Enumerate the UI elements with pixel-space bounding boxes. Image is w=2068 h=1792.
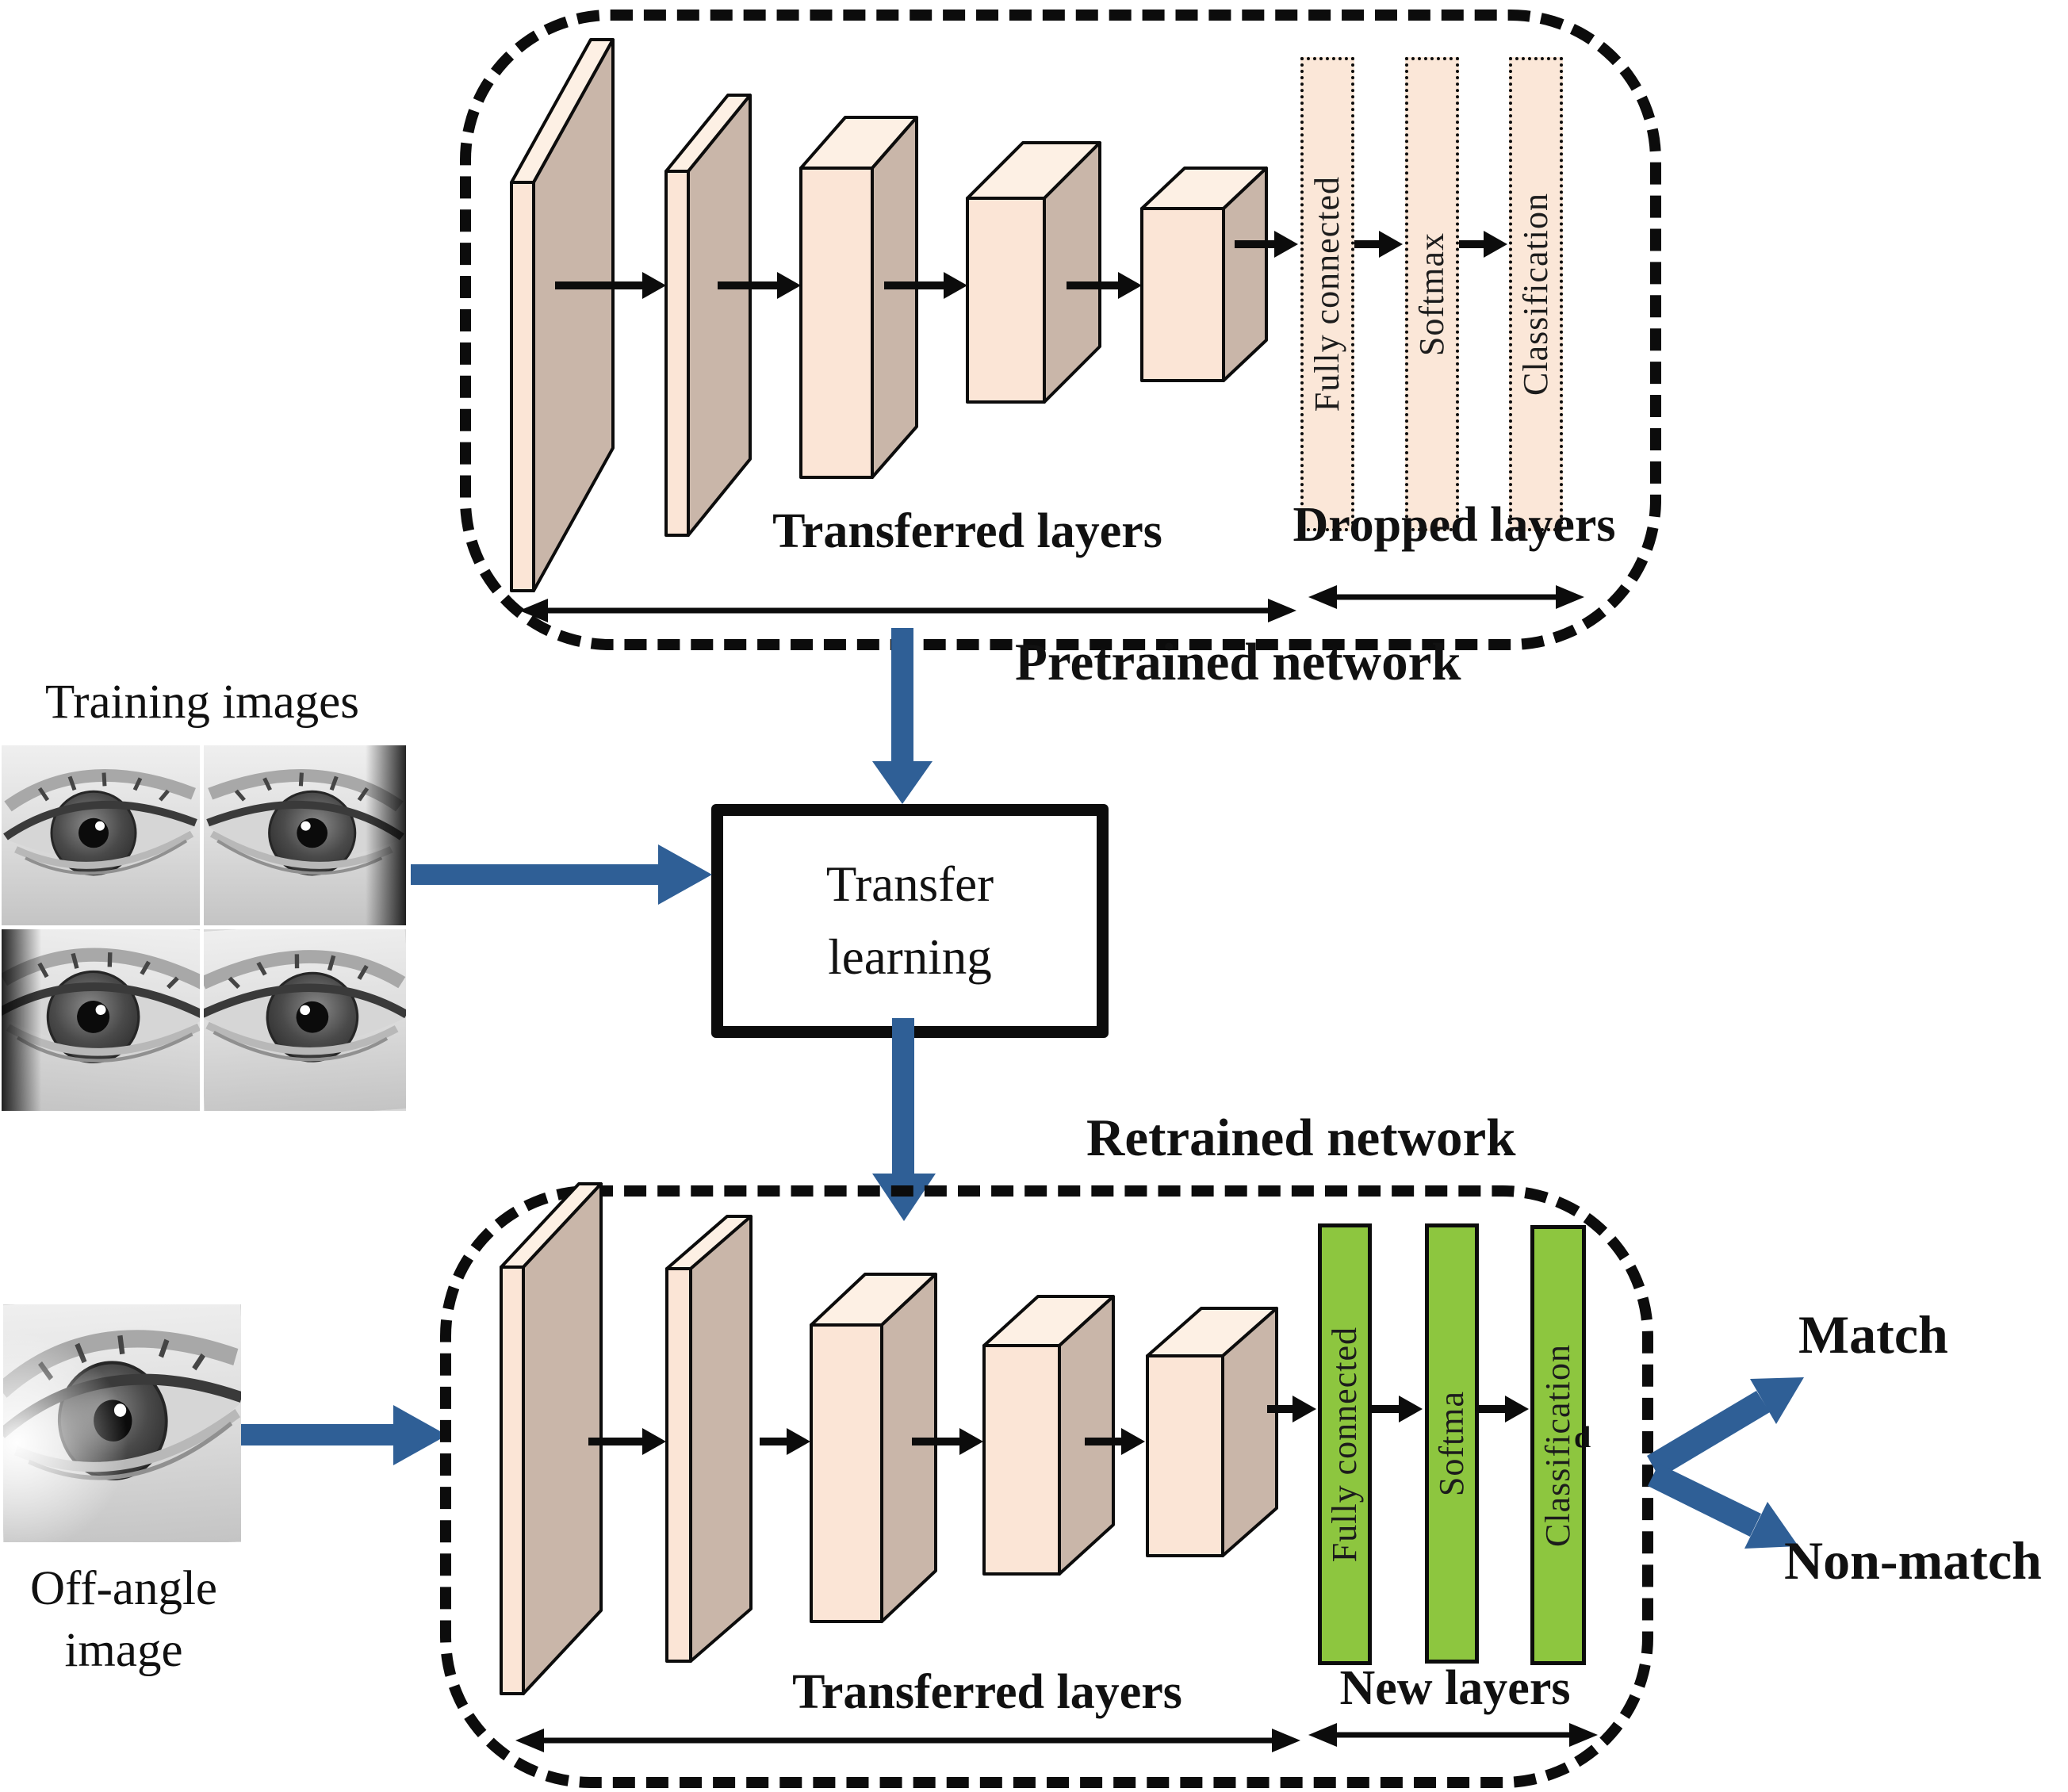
retrained-fully-connected-label: Fully connected: [1325, 1326, 1364, 1563]
new-layers-span-arrow-icon: [1308, 1723, 1598, 1747]
transfer-learning-line1: Transfer: [825, 856, 994, 913]
pretrained-conv-layer-4: [966, 141, 1101, 404]
retrained-classification-label: Classification: [1538, 1343, 1577, 1547]
retrained-softmax-layer: Softma: [1425, 1223, 1479, 1664]
pretrained-network-box: [460, 10, 1661, 650]
flow-arrow-icon: [1473, 1396, 1529, 1422]
training-eye-image-1: [2, 745, 200, 925]
blue-branch-arrows-icon: [1647, 1377, 1804, 1549]
training-eye-image-4: [204, 929, 406, 1111]
pretrained-classification-label: Classification: [1516, 193, 1555, 396]
retrained-conv-layer-5: [1146, 1307, 1278, 1557]
flow-arrow-icon: [588, 1428, 666, 1455]
off-angle-label-line1: Off-angle: [30, 1562, 217, 1615]
transferred-span-arrow-icon: [519, 599, 1296, 622]
retrained-new-layers-label: New layers: [1339, 1661, 1571, 1715]
blue-arrow-down-icon: [872, 628, 933, 804]
pretrained-softmax-label: Softmax: [1412, 232, 1451, 357]
flow-arrow-icon: [555, 272, 666, 299]
pretrained-classification-layer: Classification: [1509, 57, 1563, 531]
flow-arrow-icon: [760, 1428, 810, 1455]
flow-arrow-icon: [1350, 231, 1403, 258]
retrained-network-box: [440, 1185, 1653, 1788]
retrained-conv-layer-3: [810, 1273, 937, 1623]
flow-arrow-icon: [1455, 231, 1507, 258]
off-angle-eye-image: [3, 1304, 241, 1542]
flow-arrow-icon: [1085, 1428, 1145, 1455]
blue-arrow-right-icon: [411, 844, 712, 905]
training-eye-image-3: [2, 929, 200, 1111]
flow-arrow-icon: [1067, 272, 1142, 299]
non-match-output-label: Non-match: [1784, 1530, 2042, 1591]
flow-arrow-icon: [884, 272, 967, 299]
retrained-conv-layer-2: [665, 1215, 753, 1663]
retrained-fully-connected-layer: Fully connected: [1318, 1223, 1372, 1665]
retrained-classification-layer: Classification: [1530, 1225, 1586, 1665]
flow-arrow-icon: [1267, 1396, 1316, 1422]
flow-arrow-icon: [718, 272, 801, 299]
flow-arrow-icon: [912, 1428, 983, 1455]
transfer-learning-box: Transfer learning: [711, 804, 1109, 1038]
pretrained-transferred-layers-label: Transferred layers: [772, 504, 1162, 558]
pretrained-fully-connected-layer: Fully connected: [1300, 57, 1354, 531]
pretrained-network-title: Pretrained network: [1015, 633, 1461, 691]
pretrained-conv-layer-5: [1140, 167, 1268, 382]
dropped-span-arrow-icon: [1308, 585, 1584, 609]
pretrained-conv-layer-2: [664, 94, 752, 537]
pretrained-dropped-layers-label: Dropped layers: [1292, 498, 1616, 552]
blue-arrow-right-icon: [241, 1405, 447, 1465]
pretrained-conv-layer-1: [510, 38, 615, 592]
off-angle-label-line2: image: [64, 1624, 183, 1678]
pretrained-conv-layer-3: [799, 116, 918, 479]
flow-arrow-icon: [1235, 231, 1298, 258]
transferred-span-arrow-icon: [515, 1729, 1300, 1752]
retrained-transferred-layers-label: Transferred layers: [792, 1665, 1182, 1719]
training-eye-image-2: [204, 745, 406, 925]
retrained-conv-layer-4: [982, 1295, 1115, 1576]
match-output-label: Match: [1798, 1304, 1948, 1365]
pretrained-fully-connected-label: Fully connected: [1308, 176, 1346, 412]
transfer-learning-line2: learning: [828, 929, 992, 985]
retrained-softmax-label: Softma: [1432, 1390, 1471, 1497]
training-images-title: Training images: [45, 676, 359, 729]
retrained-network-title: Retrained network: [1086, 1109, 1516, 1167]
stray-character: d: [1574, 1421, 1591, 1454]
pretrained-softmax-layer: Softmax: [1405, 57, 1459, 531]
retrained-conv-layer-1: [500, 1182, 603, 1695]
off-angle-image-label: Off-angle image: [0, 1558, 247, 1682]
flow-arrow-icon: [1367, 1396, 1423, 1422]
